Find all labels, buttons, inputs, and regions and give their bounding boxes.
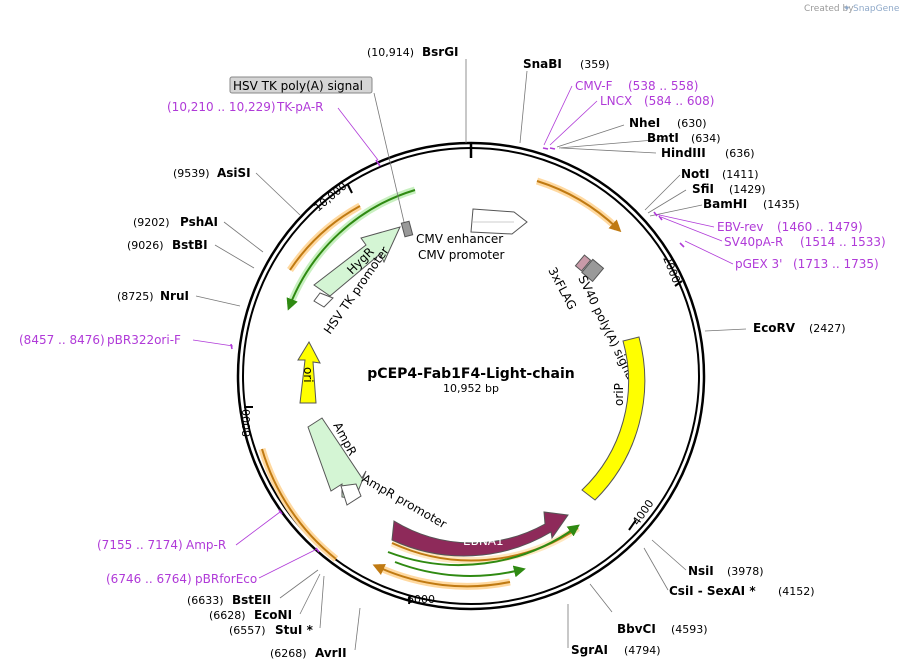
green-orf-arcs [286,186,580,578]
primer-pbr322orif-name[interactable]: pBR322ori-F [107,333,181,347]
site-econi-pos: (6628) [209,609,246,622]
hsv-tk-polya-callout-box [229,76,373,94]
primer-pgex3-name[interactable]: pGEX 3' [735,257,782,271]
site-nsii-pos: (3978) [727,565,764,578]
ampr-promoter-label: AmpR promoter [360,471,450,531]
site-snabi-pos: (359) [580,58,610,71]
primer-pbrforeco-name[interactable]: pBRforEco [195,572,257,586]
ori-label: ori [301,367,315,383]
cmv-enhancer-label: CMV enhancer [416,232,503,246]
site-snabi-name[interactable]: SnaBI [523,57,562,71]
site-bsteii-name[interactable]: BstEII [232,593,271,607]
tick-label-8000: 8000 [240,409,253,437]
plasmid-length: 10,952 bp [443,382,499,395]
site-noti-pos: (1411) [722,168,759,181]
site-bamhi-name[interactable]: BamHI [703,197,747,211]
site-econi-name[interactable]: EcoNI [254,608,292,622]
primer-ebvrev-name[interactable]: EBV-rev [717,220,763,234]
primer-tkpar-range: (10,210 .. 10,229) [167,100,276,114]
primer-lncx-name[interactable]: LNCX [600,94,632,108]
site-stui-name[interactable]: StuI * [275,623,314,637]
tick-label-10000: 10,000 [312,180,350,215]
site-pshai-name[interactable]: PshAI [180,215,218,229]
site-asisi-pos: (9539) [173,167,210,180]
orip-feature [581,336,646,501]
ampr-feature [307,417,367,506]
site-csii-sexai-name[interactable]: CsiI - SexAI * [669,584,756,598]
primer-cmvf-range: (538 .. 558) [628,79,698,93]
site-avrii-pos: (6268) [270,647,307,660]
ruler-ticks [244,184,683,605]
orip-label: oriP [612,383,626,406]
site-ecorv-pos: (2427) [809,322,846,335]
hsv-tk-polya-callout: HSV TK poly(A) signal [233,79,363,93]
primer-lncx-range: (584 .. 608) [644,94,714,108]
site-stui-pos: (6557) [229,624,266,637]
primer-ampr-range: (7155 .. 7174) [97,538,183,552]
hygr-feature [313,220,414,308]
site-bsteii-pos: (6633) [187,594,224,607]
cmv-enhancer-feature [470,208,528,235]
cmv-promoter-label: CMV promoter [418,248,505,262]
site-hindiii-name[interactable]: HindIII [661,146,706,160]
site-bamhi-pos: (1435) [763,198,800,211]
site-bmti-name[interactable]: BmtI [647,131,679,145]
primer-tkpar-name[interactable]: TK-pA-R [276,100,324,114]
site-bbvci-pos: (4593) [671,623,708,636]
site-nsii-name[interactable]: NsiI [688,564,714,578]
site-bsrgi-name[interactable]: BsrGI [422,45,459,59]
site-noti-name[interactable]: NotI [681,167,710,181]
primer-pbr322orif-range: (8457 .. 8476) [19,333,105,347]
site-bmti-pos: (634) [691,132,721,145]
credit-brand: SnapGene [853,4,900,14]
primer-pbrforeco-range: (6746 .. 6764) [106,572,192,586]
site-sgrai-name[interactable]: SgrAI [571,643,608,657]
site-nhei-pos: (630) [677,117,707,130]
site-nrui-name[interactable]: NruI [160,289,189,303]
site-nhei-name[interactable]: NheI [629,116,660,130]
plasmid-name: pCEP4-Fab1F4-Light-chain [367,366,574,382]
ebna1-feature [391,511,569,557]
site-sfii-pos: (1429) [729,183,766,196]
primer-cmvf-name[interactable]: CMV-F [575,79,613,93]
site-sfii-name[interactable]: SfiI [692,182,714,196]
site-csii-sexai-pos: (4152) [778,585,815,598]
site-ecorv-name[interactable]: EcoRV [753,321,796,335]
site-bsrgi-pos: (10,914) [367,46,414,59]
tick-label-6000: 6000 [407,593,435,606]
site-pshai-pos: (9202) [133,216,170,229]
site-avrii-name[interactable]: AvrII [315,646,347,660]
credit-prefix: Created by [804,4,854,14]
primer-ebvrev-range: (1460 .. 1479) [777,220,863,234]
snapgene-logo-icon: ✦ [843,4,851,14]
ori-feature [297,340,321,404]
site-leader-lines [195,59,747,651]
ebna1-label: EBNA1 [463,534,504,548]
primer-sv40par-range: (1514 .. 1533) [800,235,886,249]
site-bstbi-name[interactable]: BstBI [172,238,208,252]
primer-pgex3-range: (1713 .. 1735) [793,257,879,271]
site-nrui-pos: (8725) [117,290,154,303]
site-hindiii-pos: (636) [725,147,755,160]
flag-label: 3xFLAG [545,265,579,312]
primer-leader-lines [192,85,734,579]
primer-ampr-name[interactable]: Amp-R [186,538,226,552]
primer-sv40par-name[interactable]: SV40pA-R [724,235,783,249]
primer-markers [230,147,685,553]
tick-label-2000: 2000 [660,254,683,285]
site-asisi-name[interactable]: AsiSI [217,166,251,180]
site-bbvci-name[interactable]: BbvCI [617,622,656,636]
hsv-tk-polya-leader [373,92,405,223]
site-bstbi-pos: (9026) [127,239,164,252]
flag-feature [574,254,605,283]
site-sgrai-pos: (4794) [624,644,661,657]
